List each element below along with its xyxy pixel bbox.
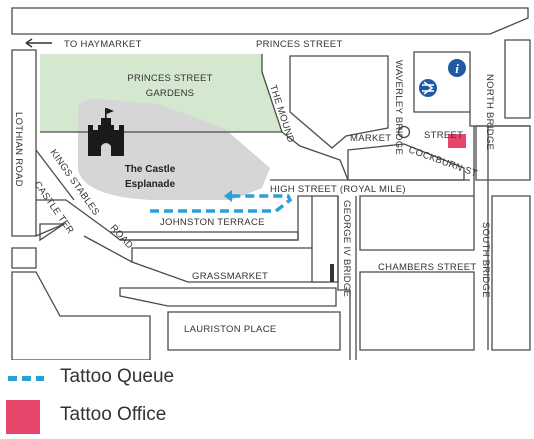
block-mound-east <box>289 55 389 149</box>
road-edge-mound <box>40 131 349 181</box>
block-castle-terrace <box>39 223 67 242</box>
label-street: STREET <box>424 130 463 141</box>
road-edge-castle-ter <box>35 223 65 237</box>
city-map: i TO HAYMARKET PRINCES STREET PRINCES ST… <box>11 7 531 360</box>
label-grassmarket: GRASSMARKET <box>192 271 268 282</box>
block-cockburn <box>347 143 465 181</box>
label-waverley-bridge: WAVERLEY BRIDGE <box>393 60 404 155</box>
road-edge-kings-stables-2 <box>35 149 75 201</box>
label-lothian-road: LOTHIAN ROAD <box>13 112 24 187</box>
road-edge-johnston <box>120 195 312 241</box>
arrow-left-icon <box>25 38 52 48</box>
label-high-street: HIGH STREET (ROYAL MILE) <box>270 184 406 195</box>
block-george-west <box>311 195 339 283</box>
road-edge-kings-stables <box>36 199 111 233</box>
label-chambers-street: CHAMBERS STREET <box>378 262 476 273</box>
road-outlines <box>35 54 530 360</box>
label-to-haymarket: TO HAYMARKET <box>64 39 142 50</box>
block-chambers-south <box>359 271 475 351</box>
block-johnston-south <box>108 231 299 241</box>
label-north-bridge: NORTH BRIDGE <box>484 74 495 150</box>
info-icon: i <box>448 59 466 77</box>
road-edge-gardens <box>261 54 283 133</box>
railway-station-icon <box>419 79 437 97</box>
legend-office-swatch <box>6 400 40 434</box>
label-johnston-terrace: JOHNSTON TERRACE <box>160 217 265 228</box>
legend-queue-swatch <box>8 376 44 381</box>
legend-queue: Tattoo Queue <box>0 360 534 396</box>
road-edge-north-bridge-top <box>469 112 530 127</box>
tattoo-office-marker <box>448 134 466 148</box>
label-lauriston-place: LAURISTON PLACE <box>184 324 277 335</box>
road-edge-george <box>337 196 351 360</box>
label-south-bridge: SOUTH BRIDGE <box>480 222 491 298</box>
road-edge-north-bridge <box>473 126 489 350</box>
city-blocks <box>11 7 531 360</box>
legend-office-label: Tattoo Office <box>60 404 167 425</box>
road-edge-road <box>83 235 133 263</box>
block-grassmarket-north <box>131 247 329 283</box>
label-castle-esplanade-2: Esplanade <box>125 179 175 190</box>
castle-icon <box>88 108 124 156</box>
label-market: MARKET <box>350 133 391 144</box>
label-castle-esplanade-1: The Castle <box>125 164 176 175</box>
label-george-iv-bridge: GEORGE IV BRIDGE <box>341 200 352 297</box>
block-grassmarket-south <box>119 287 337 307</box>
tattoo-queue-route <box>150 194 293 213</box>
circle-marker-icon <box>397 125 411 139</box>
block-top-strip <box>11 7 529 35</box>
block-lower-left-1 <box>11 247 37 269</box>
block-top-right <box>504 39 531 119</box>
label-gardens-2: GARDENS <box>146 88 194 99</box>
label-gardens-1: PRINCES STREET <box>127 73 212 84</box>
block-south-bridge-east <box>491 195 531 351</box>
castle-esplanade-area <box>78 98 270 200</box>
label-princes-street: PRINCES STREET <box>256 39 343 50</box>
legend-queue-label: Tattoo Queue <box>60 366 175 387</box>
queue-arrow-icon <box>224 190 232 202</box>
block-chambers-north <box>359 195 475 251</box>
info-symbol: i <box>455 61 459 76</box>
block-lauriston <box>167 311 341 351</box>
block-lower-left-2 <box>11 271 151 360</box>
legend-office: Tattoo Office <box>0 400 534 436</box>
grassmarket-end-marker <box>330 264 334 282</box>
